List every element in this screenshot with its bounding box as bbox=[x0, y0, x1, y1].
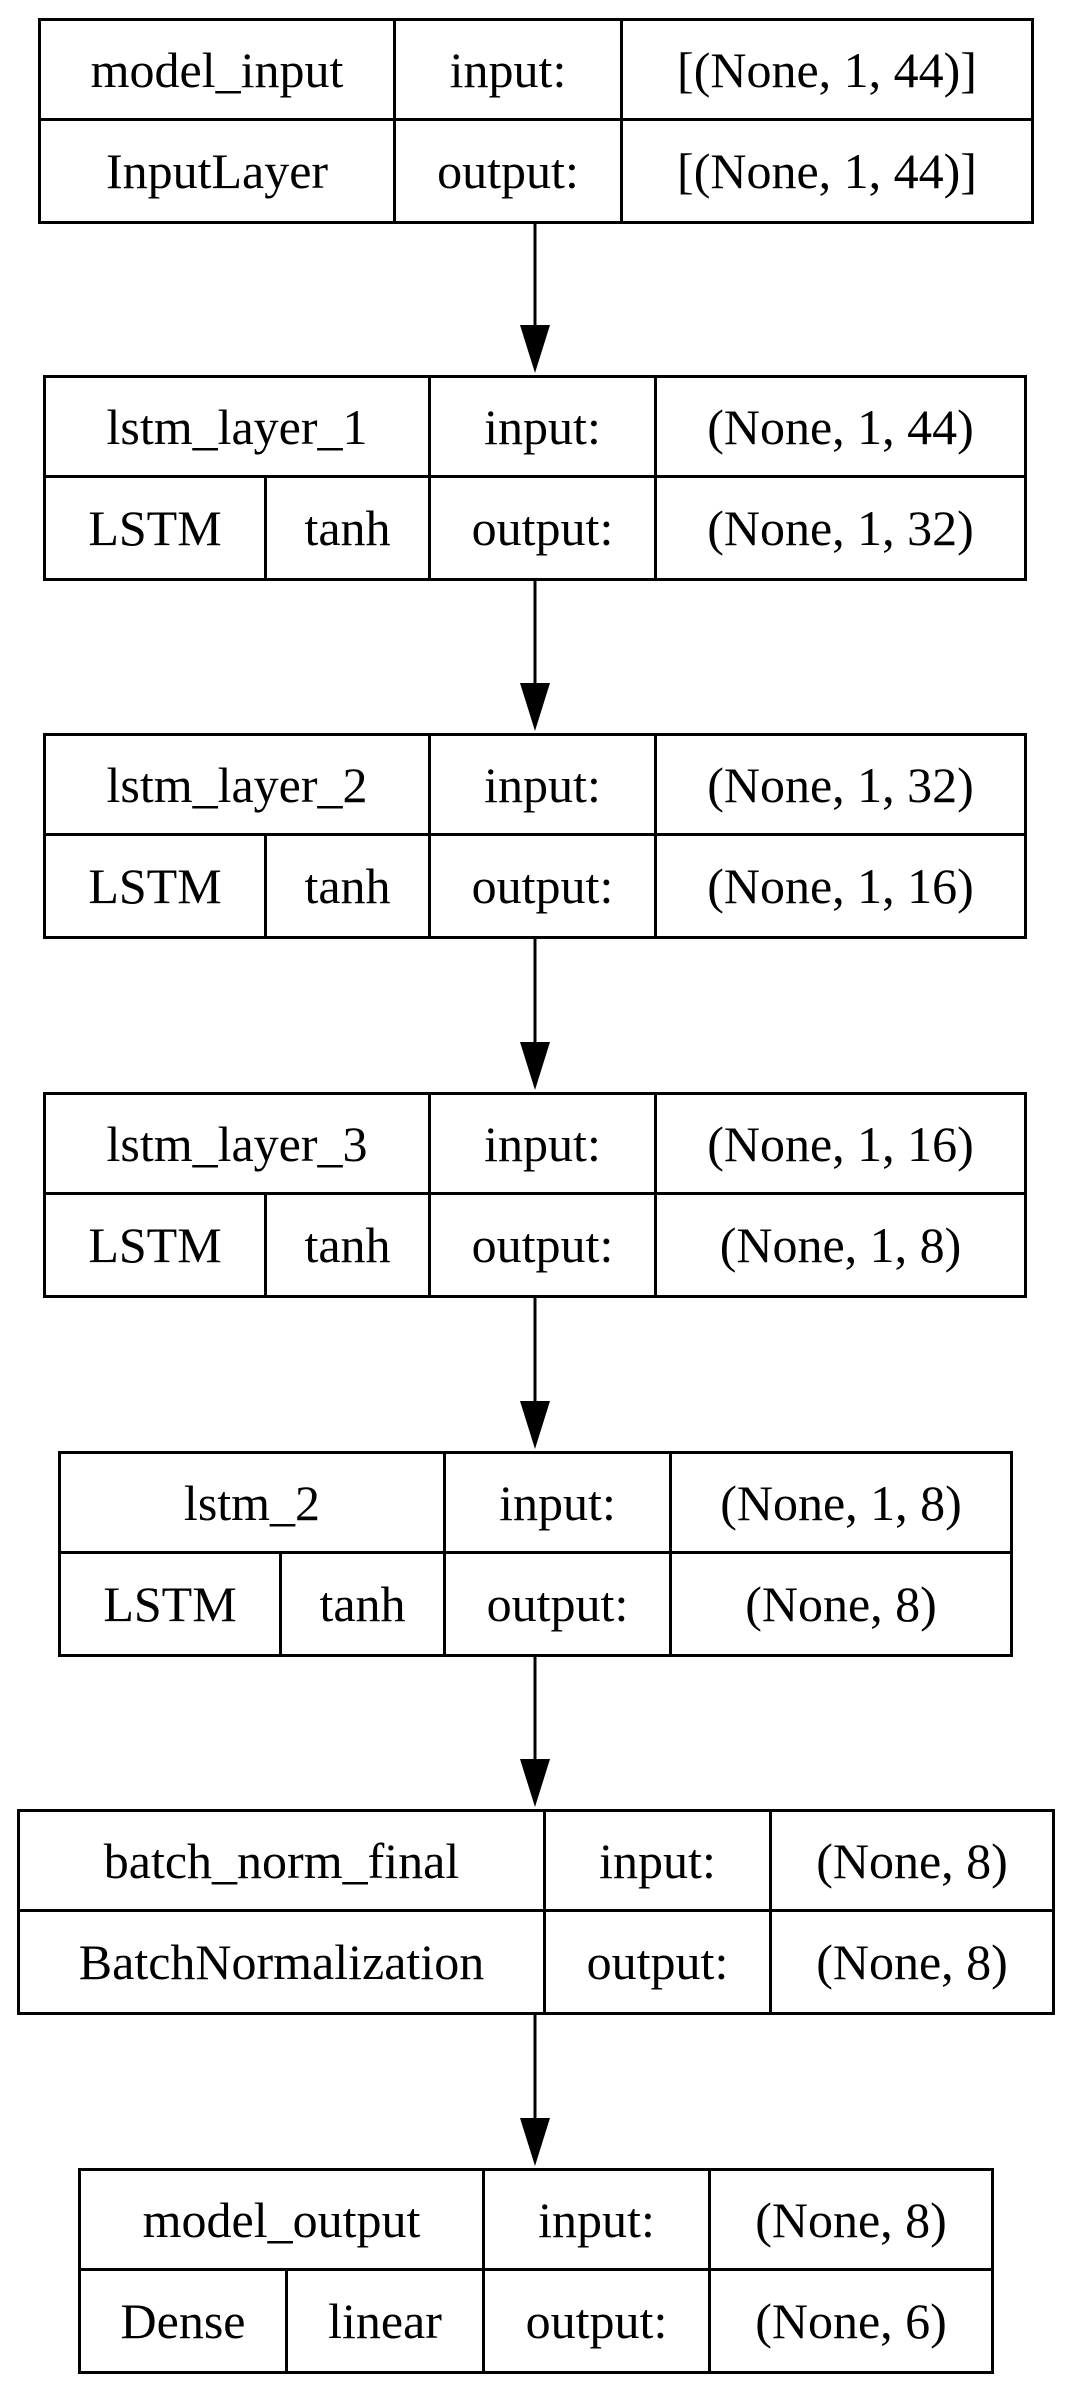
layer-class: BatchNormalization bbox=[20, 1912, 546, 2012]
output-shape: (None, 1, 8) bbox=[719, 1217, 962, 1273]
layer-type-cell: Dense linear bbox=[81, 2271, 485, 2371]
edge-arrow-1 bbox=[520, 224, 550, 373]
input-label: input: bbox=[396, 21, 623, 121]
output-shape: (None, 8) bbox=[745, 1576, 937, 1632]
input-label: input: bbox=[431, 1095, 657, 1195]
input-label: input: bbox=[546, 1812, 772, 1912]
output-label: output: bbox=[431, 1195, 657, 1295]
input-shape: (None, 1, 44) bbox=[657, 378, 1024, 478]
output-label: output: bbox=[446, 1554, 672, 1654]
output-shape: (None, 1, 16) bbox=[707, 858, 974, 914]
layer-name: lstm_2 bbox=[61, 1454, 446, 1554]
output-shape: (None, 6) bbox=[755, 2293, 947, 2349]
layer-name: lstm_layer_1 bbox=[46, 378, 431, 478]
edge-arrow-4 bbox=[520, 1298, 550, 1449]
arrowhead-icon bbox=[520, 325, 550, 373]
output-shape: (None, 8) bbox=[816, 1934, 1008, 1990]
output-shape: [(None, 1, 44)] bbox=[677, 143, 977, 199]
output-label: output: bbox=[485, 2271, 711, 2371]
layer-type-cell: LSTM tanh bbox=[46, 1195, 431, 1295]
layer-class: Dense bbox=[81, 2271, 288, 2371]
layer-class: LSTM bbox=[46, 478, 267, 578]
layer-activation: tanh bbox=[304, 858, 391, 914]
input-shape: (None, 8) bbox=[772, 1812, 1052, 1912]
output-shape: (None, 1, 32) bbox=[707, 500, 974, 556]
layer-activation: tanh bbox=[304, 1217, 391, 1273]
output-label: output: bbox=[431, 478, 657, 578]
layer-class: InputLayer bbox=[41, 121, 396, 221]
layer-activation: linear bbox=[328, 2293, 442, 2349]
output-label: output: bbox=[546, 1912, 772, 2012]
arrowhead-icon bbox=[520, 683, 550, 731]
edge-arrow-5 bbox=[520, 1657, 550, 1807]
layer-name: lstm_layer_2 bbox=[46, 736, 431, 836]
arrowhead-icon bbox=[520, 2118, 550, 2166]
input-shape: (None, 1, 16) bbox=[657, 1095, 1024, 1195]
layer-class: LSTM bbox=[46, 1195, 267, 1295]
layer-activation: tanh bbox=[319, 1576, 406, 1632]
layer-type-cell: LSTM tanh bbox=[61, 1554, 446, 1654]
input-label: input: bbox=[431, 736, 657, 836]
layer-name: batch_norm_final bbox=[20, 1812, 546, 1912]
input-shape: (None, 8) bbox=[711, 2171, 991, 2271]
input-label: input: bbox=[446, 1454, 672, 1554]
edge-arrow-2 bbox=[520, 581, 550, 731]
layer-type-cell: LSTM tanh bbox=[46, 836, 431, 936]
edge-arrow-6 bbox=[520, 2015, 550, 2166]
input-shape: (None, 1, 32) bbox=[657, 736, 1024, 836]
arrowhead-icon bbox=[520, 1042, 550, 1090]
output-label: output: bbox=[396, 121, 623, 221]
layer-name: lstm_layer_3 bbox=[46, 1095, 431, 1195]
arrowhead-icon bbox=[520, 1401, 550, 1449]
input-shape: (None, 1, 8) bbox=[672, 1454, 1010, 1554]
layer-name: model_input bbox=[41, 21, 396, 121]
input-label: input: bbox=[431, 378, 657, 478]
input-shape: [(None, 1, 44)] bbox=[623, 21, 1031, 121]
layer-name: model_output bbox=[81, 2171, 485, 2271]
layer-type-cell: LSTM tanh bbox=[46, 478, 431, 578]
layer-activation: tanh bbox=[304, 500, 391, 556]
layer-class: LSTM bbox=[61, 1554, 282, 1654]
arrowhead-icon bbox=[520, 1759, 550, 1807]
output-label: output: bbox=[431, 836, 657, 936]
layer-class: LSTM bbox=[46, 836, 267, 936]
edge-arrow-3 bbox=[520, 939, 550, 1090]
input-label: input: bbox=[485, 2171, 711, 2271]
